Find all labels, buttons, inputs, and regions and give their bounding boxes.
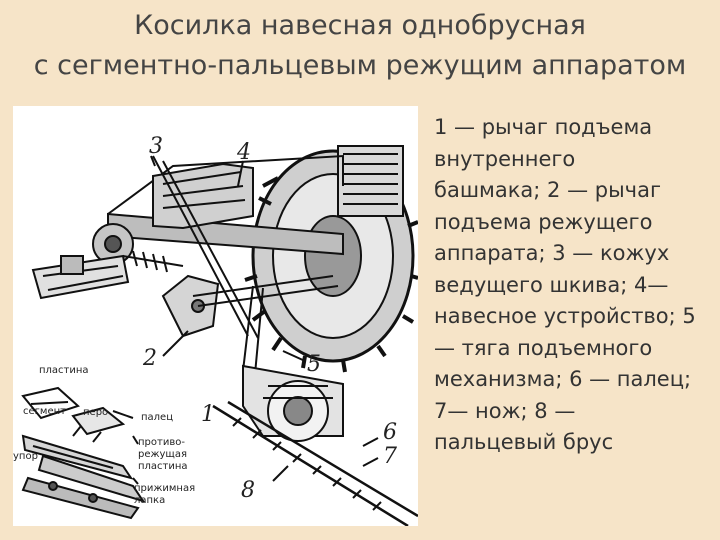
legend-line: пальцевый брус — [434, 430, 614, 454]
legend-line: аппарата; 3 — кожух — [434, 241, 670, 265]
legend-line: 7— нож; 8 — — [434, 398, 576, 423]
callout-1: 1 — [201, 402, 215, 427]
label-protivo-2: режущая — [138, 449, 187, 460]
legend-line: башмака; 2 — рычаг — [434, 178, 661, 202]
mower-illustration: пластина сегмент перо упор палец противо… — [13, 106, 418, 526]
legend-line: подъема режущего — [434, 209, 653, 234]
label-upor: упор — [13, 451, 38, 462]
crank-assembly — [242, 364, 344, 442]
title-line-2: с сегментно-пальцевым режущим аппаратом — [33, 50, 687, 81]
label-prizhim-2: лапка — [134, 495, 166, 506]
legend-line: навесное устройство; 5 — [434, 304, 696, 328]
callout-6: 6 — [383, 420, 397, 445]
legend-line: — тяга подъемного — [434, 335, 653, 360]
legend-line: 1 — рычаг подъема — [434, 115, 653, 139]
legend-line: ведущего шкива; 4— — [434, 272, 669, 297]
callout-2: 2 — [143, 346, 157, 371]
callout-8: 8 — [241, 478, 255, 503]
callout-4: 4 — [237, 140, 251, 165]
callout-5: 5 — [307, 352, 321, 377]
legend-line: механизма; 6 — палец; — [434, 367, 692, 391]
label-segment: сегмент — [23, 406, 66, 417]
mower-drawing — [21, 145, 418, 526]
slide-title: Косилка навесная однобрусная с сегментно… — [0, 6, 720, 86]
knife-detail — [21, 386, 146, 520]
label-prizhim-1: прижимная — [134, 483, 196, 494]
label-protivo-3: пластина — [138, 461, 188, 472]
callout-7: 7 — [383, 444, 397, 469]
label-plastina: пластина — [39, 365, 89, 376]
label-pero: перо — [83, 407, 109, 418]
label-palec: палец — [141, 412, 174, 423]
legend-line: внутреннего — [434, 146, 576, 171]
legend-text: 1 — рычаг подъема внутреннего башмака; 2… — [434, 112, 716, 459]
label-protivo-1: противо- — [138, 437, 185, 448]
title-line-1: Косилка навесная однобрусная — [134, 10, 586, 41]
callout-3: 3 — [149, 134, 163, 159]
